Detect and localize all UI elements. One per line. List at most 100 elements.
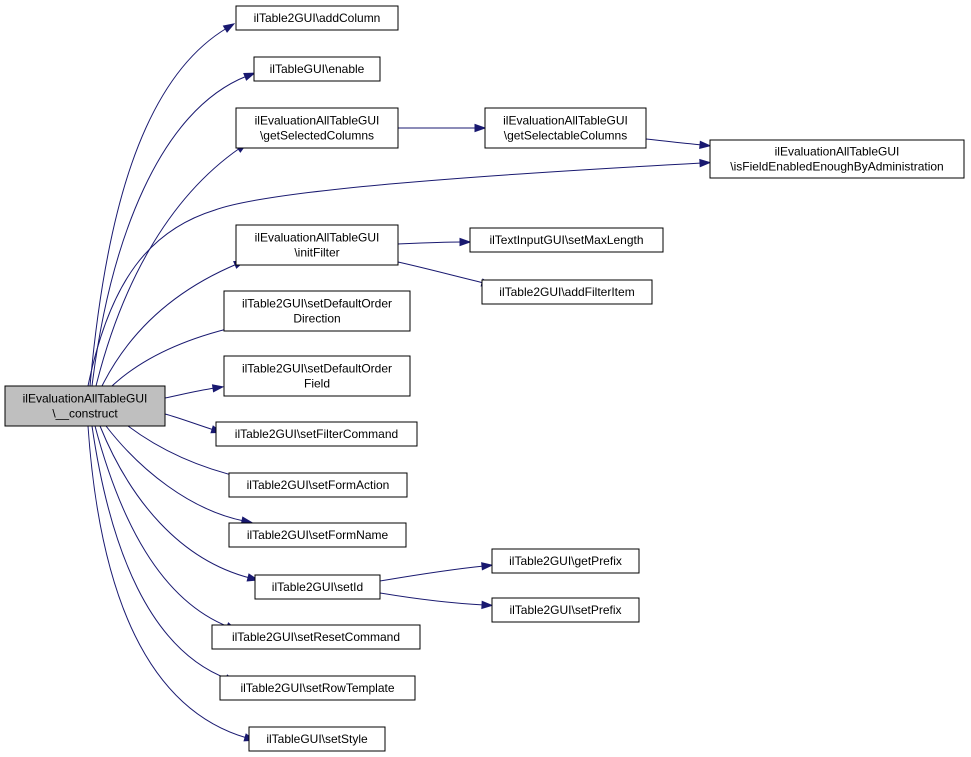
edge-line [91,75,248,387]
node-box [235,224,399,266]
node-setFormName[interactable]: ilTable2GUI\setFormName [228,522,407,548]
edge-root-to-enable [91,72,256,387]
edge-line [105,425,245,522]
edge-getSelectedColumns-to-getSelectableColumns [397,123,487,133]
node-box [219,675,416,701]
node-box [235,5,399,31]
node-box [469,227,664,253]
node-box [228,522,407,548]
node-box [491,548,640,574]
edge-line [111,326,236,387]
edge-root-to-setFilterCommand [164,413,224,434]
edge-root-to-setDefaultOrderField [164,384,225,399]
edge-line [89,27,228,387]
edge-line [397,261,485,284]
node-label: ilEvaluationAllTableGUI [255,231,380,245]
node-label: ilEvaluationAllTableGUI [775,145,900,159]
node-label: ilEvaluationAllTableGUI [23,392,148,406]
node-label: Field [304,377,330,391]
edge-root-to-initFilter [101,260,246,387]
node-layer: ilEvaluationAllTableGUI\__constructilTab… [4,5,965,752]
node-label: ilTable2GUI\setResetCommand [232,630,400,644]
node-isFieldEnabled[interactable]: ilEvaluationAllTableGUI\isFieldEnabledEn… [709,139,965,179]
edge-initFilter-to-setMaxLength [397,237,472,247]
node-label: \__construct [52,407,118,421]
node-setRowTemplate[interactable]: ilTable2GUI\setRowTemplate [219,675,416,701]
edge-setId-to-getPrefix [379,562,494,582]
node-label: ilTable2GUI\setFormName [247,528,389,542]
node-setId[interactable]: ilTable2GUI\setId [254,574,381,600]
edge-root-to-isFieldEnabled [87,158,712,387]
node-box [253,56,381,82]
node-initFilter[interactable]: ilEvaluationAllTableGUI\initFilter [235,224,399,266]
node-label: ilEvaluationAllTableGUI [503,114,628,128]
arrowhead-icon [222,23,236,33]
node-label: Direction [293,312,340,326]
edge-line [164,413,215,431]
node-setFormAction[interactable]: ilTable2GUI\setFormAction [228,472,408,498]
node-label: \getSelectedColumns [260,129,374,143]
node-setFilterCommand[interactable]: ilTable2GUI\setFilterCommand [215,421,418,447]
node-getSelectableColumns[interactable]: ilEvaluationAllTableGUI\getSelectableCol… [484,107,647,149]
node-box [211,624,421,650]
node-getPrefix[interactable]: ilTable2GUI\getPrefix [491,548,640,574]
node-setResetCommand[interactable]: ilTable2GUI\setResetCommand [211,624,421,650]
node-box [223,290,411,332]
edge-getSelectableColumns-to-isFieldEnabled [645,138,712,149]
arrowhead-icon [243,72,256,81]
edge-line [164,387,216,399]
node-box [215,421,418,447]
edge-line [645,138,703,146]
edge-setId-to-setPrefix [379,592,494,610]
node-box [254,574,381,600]
edge-line [379,592,485,606]
arrowhead-icon [459,237,472,247]
node-label: ilTable2GUI\setRowTemplate [240,681,394,695]
node-box [248,726,386,752]
node-box [484,107,647,149]
node-enable[interactable]: ilTableGUI\enable [253,56,381,82]
node-label: ilTableGUI\setStyle [266,732,368,746]
node-label: ilTable2GUI\addColumn [254,11,381,25]
node-root[interactable]: ilEvaluationAllTableGUI\__construct [4,385,166,427]
node-label: ilTable2GUI\setId [272,580,363,594]
node-setStyle[interactable]: ilTableGUI\setStyle [248,726,386,752]
edge-initFilter-to-addFilterItem [397,261,494,287]
node-label: \isFieldEnabledEnoughByAdministration [730,160,943,174]
node-label: ilTableGUI\enable [270,62,365,76]
edge-root-to-addColumn [89,23,236,387]
node-box [709,139,965,179]
node-setMaxLength[interactable]: ilTextInputGUI\setMaxLength [469,227,664,253]
node-label: ilTable2GUI\addFilterItem [499,285,634,299]
edge-line [99,425,251,579]
node-label: ilTable2GUI\setFormAction [247,478,390,492]
node-label: ilTextInputGUI\setMaxLength [489,233,643,247]
node-setPrefix[interactable]: ilTable2GUI\setPrefix [491,597,640,623]
arrowhead-icon [699,140,712,149]
node-label: ilEvaluationAllTableGUI [255,114,380,128]
edge-line [397,241,463,245]
node-label: \getSelectableColumns [504,129,627,143]
arrowhead-icon [211,384,225,393]
arrowhead-icon [481,600,494,610]
node-addColumn[interactable]: ilTable2GUI\addColumn [235,5,399,31]
node-box [235,107,399,149]
node-addFilterItem[interactable]: ilTable2GUI\addFilterItem [481,279,653,305]
edge-line [95,147,241,387]
node-getSelectedColumns[interactable]: ilEvaluationAllTableGUI\getSelectedColum… [235,107,399,149]
arrowhead-icon [474,123,487,133]
edge-line [91,425,229,680]
node-label: ilTable2GUI\getPrefix [509,554,622,568]
arrowhead-icon [699,158,712,168]
node-box [4,385,166,427]
edge-line [87,162,703,387]
node-label: ilTable2GUI\setFilterCommand [235,427,398,441]
node-label: ilTable2GUI\setDefaultOrder [242,362,392,376]
edge-line [94,425,230,628]
node-box [491,597,640,623]
node-box [228,472,408,498]
edge-root-to-getSelectedColumns [95,142,248,387]
